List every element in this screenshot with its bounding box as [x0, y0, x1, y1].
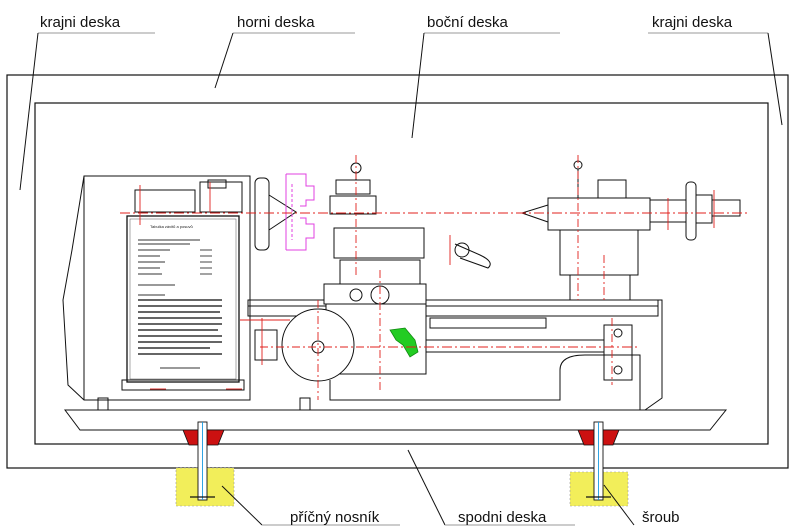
- chuck: [285, 173, 315, 251]
- lathe: [62, 160, 741, 431]
- axis-lines: [120, 155, 750, 400]
- label-sroub: šroub: [603, 484, 680, 526]
- right-foot-assembly: [569, 421, 629, 507]
- label-sroub-text: šroub: [642, 509, 680, 526]
- plate-heading: Tabulka závitů a posuvů: [150, 224, 193, 229]
- label-pricny-text: příčný nosník: [290, 509, 380, 526]
- label-krajni-deska-right: krajni deska: [648, 14, 783, 126]
- label-spodni-deska: spodni deska: [407, 449, 575, 526]
- label-pricny-nosnik: příčný nosník: [221, 485, 400, 526]
- instruction-plate: Tabulka závitů a posuvů: [138, 224, 222, 369]
- label-spodni-text: spodni deska: [458, 509, 547, 526]
- label-krajni-left-text: krajni deska: [40, 14, 121, 31]
- label-horni-text: horni deska: [237, 14, 315, 31]
- label-krajni-deska-left: krajni deska: [19, 14, 155, 191]
- leadscrew-nut-highlight: [389, 327, 419, 358]
- label-krajni-right-text: krajni deska: [652, 14, 733, 31]
- inner-enclosure: [34, 102, 769, 445]
- left-foot-assembly: [175, 421, 235, 507]
- label-bocni-text: boční deska: [427, 14, 509, 31]
- label-horni-deska: horni deska: [214, 14, 355, 89]
- outer-enclosure: [6, 74, 789, 469]
- label-bocni-deska: boční deska: [411, 14, 560, 139]
